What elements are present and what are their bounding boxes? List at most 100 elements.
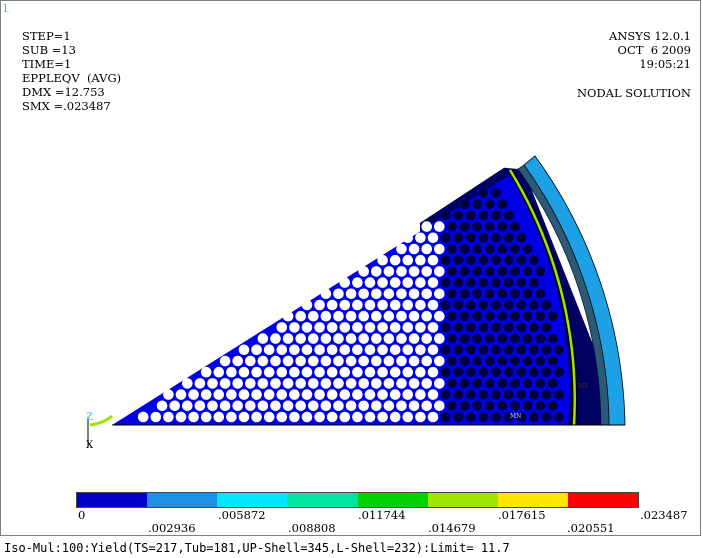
hole (452, 389, 464, 401)
hole (515, 411, 527, 423)
hole (509, 221, 521, 233)
step-label: STEP=1 (22, 29, 71, 43)
hole (389, 299, 401, 311)
hole (446, 265, 458, 278)
hole (352, 344, 363, 356)
hole (534, 288, 546, 300)
legend-tick-label: .017615 (498, 508, 546, 522)
hole (282, 310, 294, 322)
hole (289, 389, 300, 400)
hole (156, 400, 168, 412)
hole (471, 400, 483, 412)
hole (200, 389, 212, 400)
hole (465, 344, 477, 356)
hole (276, 366, 288, 378)
hole (371, 310, 382, 322)
smx-label: SMX =.023487 (22, 99, 111, 113)
hole (352, 366, 363, 378)
hole (320, 310, 332, 322)
hole (396, 378, 407, 389)
hole (276, 322, 288, 333)
hole (515, 321, 527, 334)
legend-color-band (427, 493, 498, 507)
hole (446, 400, 458, 412)
legend-color-band (147, 493, 218, 507)
hole (289, 322, 300, 333)
hole (515, 366, 527, 378)
hole (440, 277, 452, 289)
hole (521, 288, 534, 300)
hole (458, 221, 471, 233)
hole (427, 366, 439, 378)
hole (263, 344, 275, 356)
hole (452, 344, 464, 356)
hole (238, 389, 250, 400)
hole (528, 321, 540, 334)
hole (515, 254, 527, 266)
hole (421, 378, 433, 389)
hole (383, 355, 395, 367)
hole (301, 366, 313, 378)
hole (503, 366, 515, 378)
hole (434, 400, 445, 412)
hole (490, 254, 502, 266)
hole (308, 333, 319, 344)
hole (503, 389, 515, 401)
hole (503, 299, 515, 311)
hole (320, 333, 332, 344)
hole (232, 378, 243, 389)
hole (477, 254, 490, 266)
hole (452, 411, 464, 423)
hole (452, 366, 464, 378)
hole (364, 389, 376, 400)
hole (534, 400, 546, 412)
hole (238, 366, 250, 378)
hole (484, 377, 496, 390)
hole (421, 221, 433, 232)
hole (421, 400, 433, 412)
hole (182, 378, 193, 389)
hole (471, 333, 483, 345)
hole (163, 411, 174, 423)
hole (358, 355, 370, 367)
hole (402, 277, 414, 288)
hole (446, 333, 458, 345)
hole (458, 265, 471, 278)
hole (270, 378, 281, 389)
hole (396, 266, 407, 277)
hole (547, 377, 559, 390)
hole (490, 411, 502, 423)
hole (440, 344, 452, 356)
hole (345, 310, 357, 322)
hole (434, 243, 445, 255)
hole (528, 366, 540, 378)
hole (490, 232, 502, 244)
window-number: 1 (2, 2, 9, 15)
legend-tick-label: .014679 (428, 521, 476, 535)
hole (471, 221, 483, 233)
hole (540, 366, 553, 378)
hole (515, 299, 527, 311)
hole (458, 243, 471, 255)
hole (371, 333, 382, 344)
hole (396, 400, 407, 412)
hole (477, 232, 490, 244)
hole (509, 310, 521, 322)
hole (440, 389, 452, 401)
hole (333, 333, 344, 344)
hole (257, 333, 269, 344)
hole (465, 321, 477, 334)
hole (251, 366, 262, 378)
hole (182, 400, 193, 412)
hole (490, 389, 502, 401)
hole (515, 277, 527, 289)
axis-triad-icon: Z X (86, 412, 113, 451)
contour-plot[interactable]: MX MN Z X (0, 0, 703, 492)
contour-legend (76, 492, 639, 508)
hole (257, 355, 269, 367)
hole (509, 400, 521, 412)
hole (415, 411, 426, 423)
graphics-window[interactable] (0, 0, 701, 536)
hole (289, 366, 300, 378)
